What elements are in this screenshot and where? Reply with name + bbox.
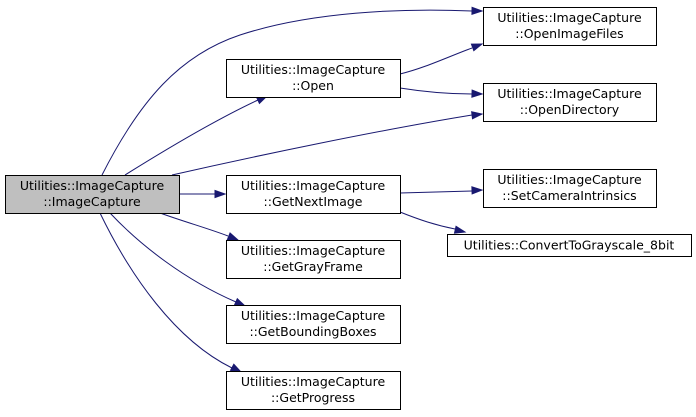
edge-root-to-getprogress: [99, 212, 243, 373]
node-converttograyscale[interactable]: Utilities::ConvertToGrayscale_8bit: [447, 234, 692, 257]
arrowhead: [233, 297, 247, 307]
node-opendirectory[interactable]: Utilities::ImageCapture::OpenDirectory: [483, 83, 657, 122]
node-openimagefiles[interactable]: Utilities::ImageCapture::OpenImageFiles: [483, 7, 657, 46]
node-label-method: ::GetProgress: [271, 390, 355, 405]
node-label-method: ::OpenDirectory: [520, 102, 620, 117]
edge-line: [159, 212, 229, 237]
node-getnextimage[interactable]: Utilities::ImageCapture::GetNextImage: [226, 175, 401, 214]
node-label-method: ::OpenImageFiles: [515, 26, 623, 41]
edge-line: [399, 190, 473, 194]
edge-line: [109, 212, 237, 303]
node-box: [226, 371, 401, 410]
node-open[interactable]: Utilities::ImageCapture::Open: [226, 59, 401, 98]
node-label-namespace: Utilities::ImageCapture: [241, 374, 386, 389]
node-box: [483, 7, 657, 46]
node-label-namespace: Utilities::ImageCapture: [20, 178, 165, 193]
node-label-method: ::ImageCapture: [43, 194, 141, 209]
node-label-namespace: Utilities::ImageCapture: [497, 172, 642, 187]
edge-line: [399, 211, 456, 230]
node-box: [483, 169, 657, 208]
edge-getnextimage-to-converttograyscale: [399, 211, 467, 234]
arrowhead: [471, 89, 484, 98]
node-label-namespace: Utilities::ImageCapture: [241, 243, 386, 258]
edge-open-to-opendirectory: [399, 87, 484, 98]
node-box: [226, 305, 401, 344]
arrowhead: [470, 43, 484, 52]
edge-open-to-openimagefiles: [399, 43, 484, 75]
node-label-method: ::GetBoundingBoxes: [249, 324, 376, 339]
edge-line: [171, 114, 473, 176]
node-label-method: ::SetCameraIntrinsics: [502, 188, 636, 203]
node-label-namespace: Utilities::ImageCapture: [497, 86, 642, 101]
node-box: [226, 175, 401, 214]
edge-getnextimage-to-setcameraintrinsics: [399, 186, 484, 195]
node-label-namespace: Utilities::ImageCapture: [241, 62, 386, 77]
arrowhead: [471, 6, 484, 16]
arrowhead: [471, 186, 484, 195]
node-box: [447, 234, 692, 257]
node-box: [226, 59, 401, 98]
node-box: [483, 83, 657, 122]
edge-root-to-getboundingboxes: [109, 212, 247, 307]
edge-line: [399, 87, 473, 95]
node-label-namespace: Utilities::ImageCapture: [497, 10, 642, 25]
arrowhead: [471, 111, 484, 120]
edge-root-to-getnextimage: [179, 189, 227, 199]
node-box: [5, 175, 180, 214]
edge-line: [99, 212, 233, 369]
arrowhead: [229, 363, 243, 373]
node-box: [226, 240, 401, 279]
node-getboundingboxes[interactable]: Utilities::ImageCapture::GetBoundingBoxe…: [226, 305, 401, 344]
node-label-namespace: Utilities::ImageCapture: [241, 178, 386, 193]
node-getgrayframe[interactable]: Utilities::ImageCapture::GetGrayFrame: [226, 240, 401, 279]
node-getprogress[interactable]: Utilities::ImageCapture::GetProgress: [226, 371, 401, 410]
arrowhead: [226, 232, 240, 241]
node-label: Utilities::ConvertToGrayscale_8bit: [464, 238, 675, 253]
edge-root-to-opendirectory: [171, 111, 484, 176]
node-root: Utilities::ImageCapture::ImageCapture: [5, 175, 180, 214]
arrowhead: [453, 225, 467, 234]
edge-root-to-open: [124, 95, 269, 176]
edge-root-to-getgrayframe: [159, 212, 240, 241]
node-label-namespace: Utilities::ImageCapture: [241, 308, 386, 323]
edge-line: [399, 47, 473, 75]
node-label-method: ::GetNextImage: [264, 194, 363, 209]
node-setcameraintrinsics[interactable]: Utilities::ImageCapture::SetCameraIntrin…: [483, 169, 657, 208]
node-label-method: ::Open: [292, 78, 334, 93]
edge-root-to-openimagefiles: [101, 6, 484, 176]
edge-line: [124, 99, 259, 176]
arrowhead: [214, 189, 227, 199]
node-label-method: ::GetGrayFrame: [263, 259, 363, 274]
edge-line: [101, 9, 473, 176]
